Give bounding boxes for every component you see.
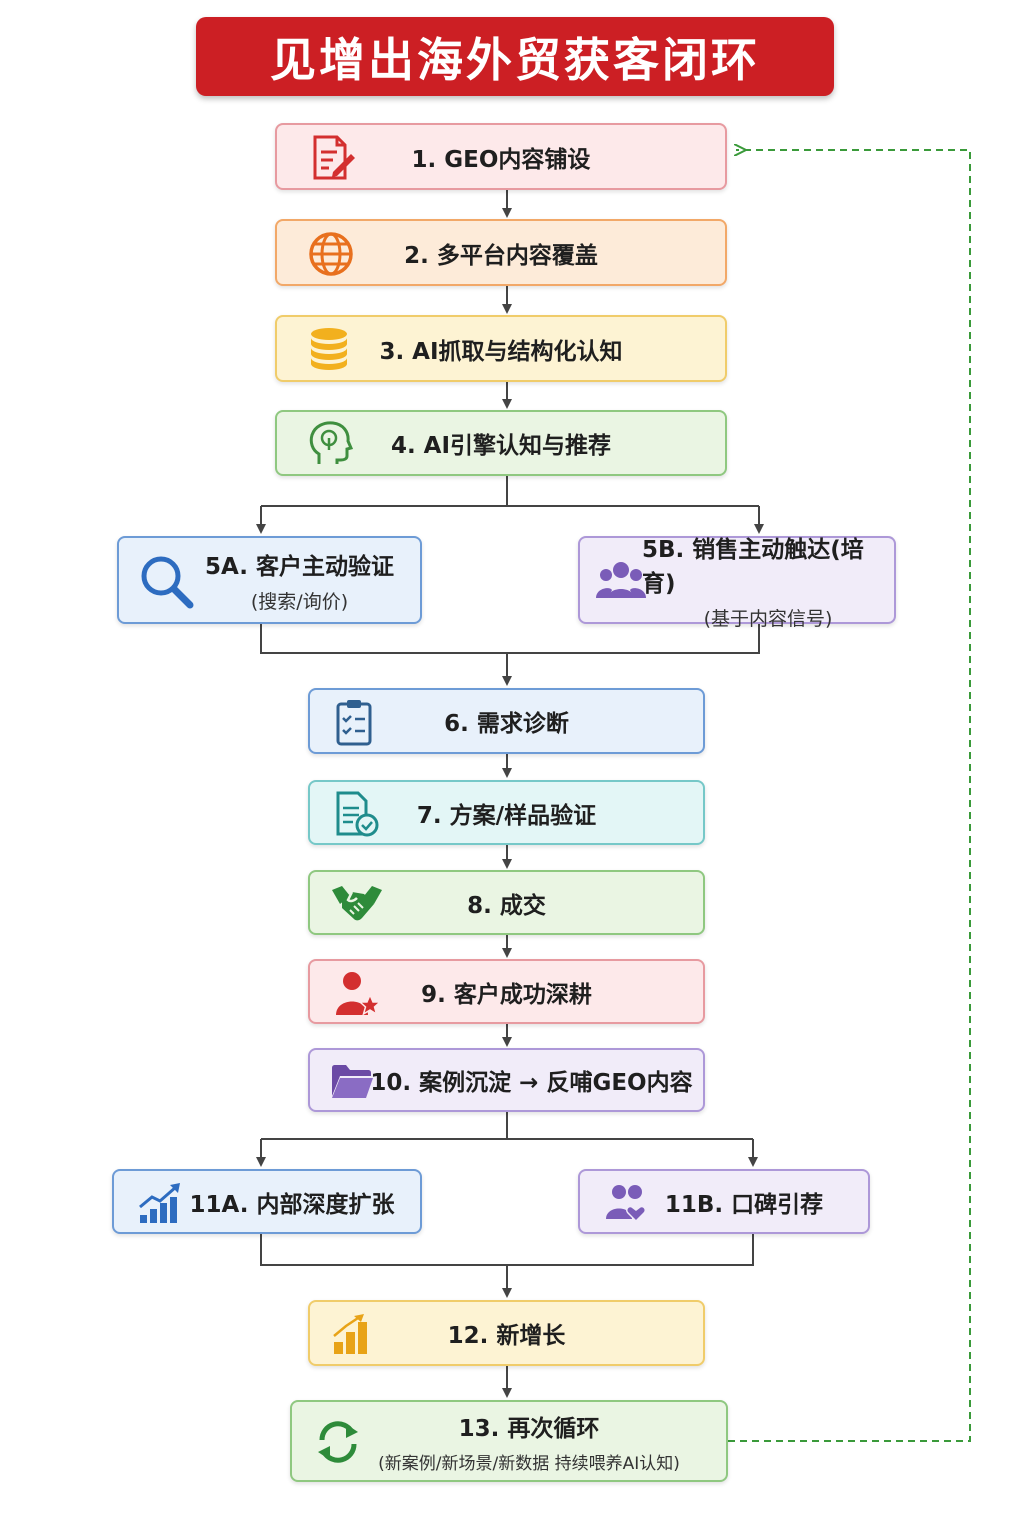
step-12-label: 12. 新增长	[447, 1323, 566, 1349]
step-11b-label: 11B. 口碑引荐	[664, 1191, 824, 1218]
bar-chart-icon	[332, 1314, 372, 1356]
step-13-label: 13. 再次循环	[458, 1415, 600, 1442]
step-5a-box: 5A. 客户主动验证 (搜索/询价)	[117, 536, 422, 624]
step-13-sub: (新案例/新场景/新数据 持续喂养AI认知)	[378, 1453, 680, 1474]
database-icon	[307, 326, 351, 374]
step-4-label: 4. AI引擎认知与推荐	[390, 433, 612, 459]
document-edit-icon	[307, 134, 357, 182]
step-11b-box: 11B. 口碑引荐	[578, 1169, 870, 1234]
step-10-label: 10. 案例沉淀 → 反哺GEO内容	[370, 1070, 693, 1096]
split-10-11	[261, 1112, 753, 1140]
step-5b-label: 5B. 销售主动触达(培育)	[642, 536, 864, 597]
globe-icon	[307, 230, 355, 278]
step-8-label: 8. 成交	[467, 892, 546, 919]
handshake-icon	[330, 882, 384, 926]
step-5a-sub: (搜索/询价)	[250, 590, 349, 613]
step-1-box: 1. GEO内容铺设	[275, 123, 727, 190]
step-5b-sub: (基于内容信号)	[703, 607, 833, 630]
step-11a-label: 11A. 内部深度扩张	[189, 1191, 395, 1218]
step-13-box: 13. 再次循环 (新案例/新场景/新数据 持续喂养AI认知)	[290, 1400, 728, 1482]
group-icon	[596, 560, 646, 600]
merge-11-12	[260, 1234, 754, 1296]
search-icon	[139, 554, 195, 610]
split-4-5	[261, 476, 759, 507]
folder-icon	[330, 1062, 374, 1100]
users-heart-icon	[606, 1183, 650, 1223]
merge-5-6	[260, 624, 760, 684]
step-9-box: 9. 客户成功深耕	[308, 959, 705, 1024]
step-6-label: 6. 需求诊断	[444, 711, 569, 737]
step-7-box: 7. 方案/样品验证	[308, 780, 705, 845]
step-5a-label: 5A. 客户主动验证	[205, 553, 394, 580]
growth-chart-icon	[138, 1181, 184, 1225]
step-6-box: 6. 需求诊断	[308, 688, 705, 754]
document-check-icon	[334, 790, 380, 838]
step-5b-box: 5B. 销售主动触达(培育) (基于内容信号)	[578, 536, 896, 630]
step-2-label: 2. 多平台内容覆盖	[404, 242, 598, 269]
clipboard-checklist-icon	[334, 698, 374, 746]
step-4-box: 4. AI引擎认知与推荐	[275, 410, 727, 476]
step-3-box: 3. AI抓取与结构化认知	[275, 315, 727, 382]
step-8-box: 8. 成交	[308, 870, 705, 935]
title-banner: 见增出海外贸获客闭环	[196, 17, 834, 96]
step-1-label: 1. GEO内容铺设	[411, 146, 591, 173]
step-10-box: 10. 案例沉淀 → 反哺GEO内容	[308, 1048, 705, 1112]
loop-back-arrow	[728, 150, 971, 1442]
step-9-label: 9. 客户成功深耕	[421, 981, 592, 1008]
user-star-icon	[334, 969, 382, 1017]
step-3-label: 3. AI抓取与结构化认知	[379, 338, 623, 365]
step-2-box: 2. 多平台内容覆盖	[275, 219, 727, 286]
diagram-title: 见增出海外贸获客闭环	[270, 32, 760, 87]
step-7-label: 7. 方案/样品验证	[416, 802, 597, 829]
brain-head-icon	[307, 420, 353, 468]
refresh-cycle-icon	[314, 1418, 362, 1466]
step-11a-box: 11A. 内部深度扩张	[112, 1169, 422, 1234]
step-12-box: 12. 新增长	[308, 1300, 705, 1366]
